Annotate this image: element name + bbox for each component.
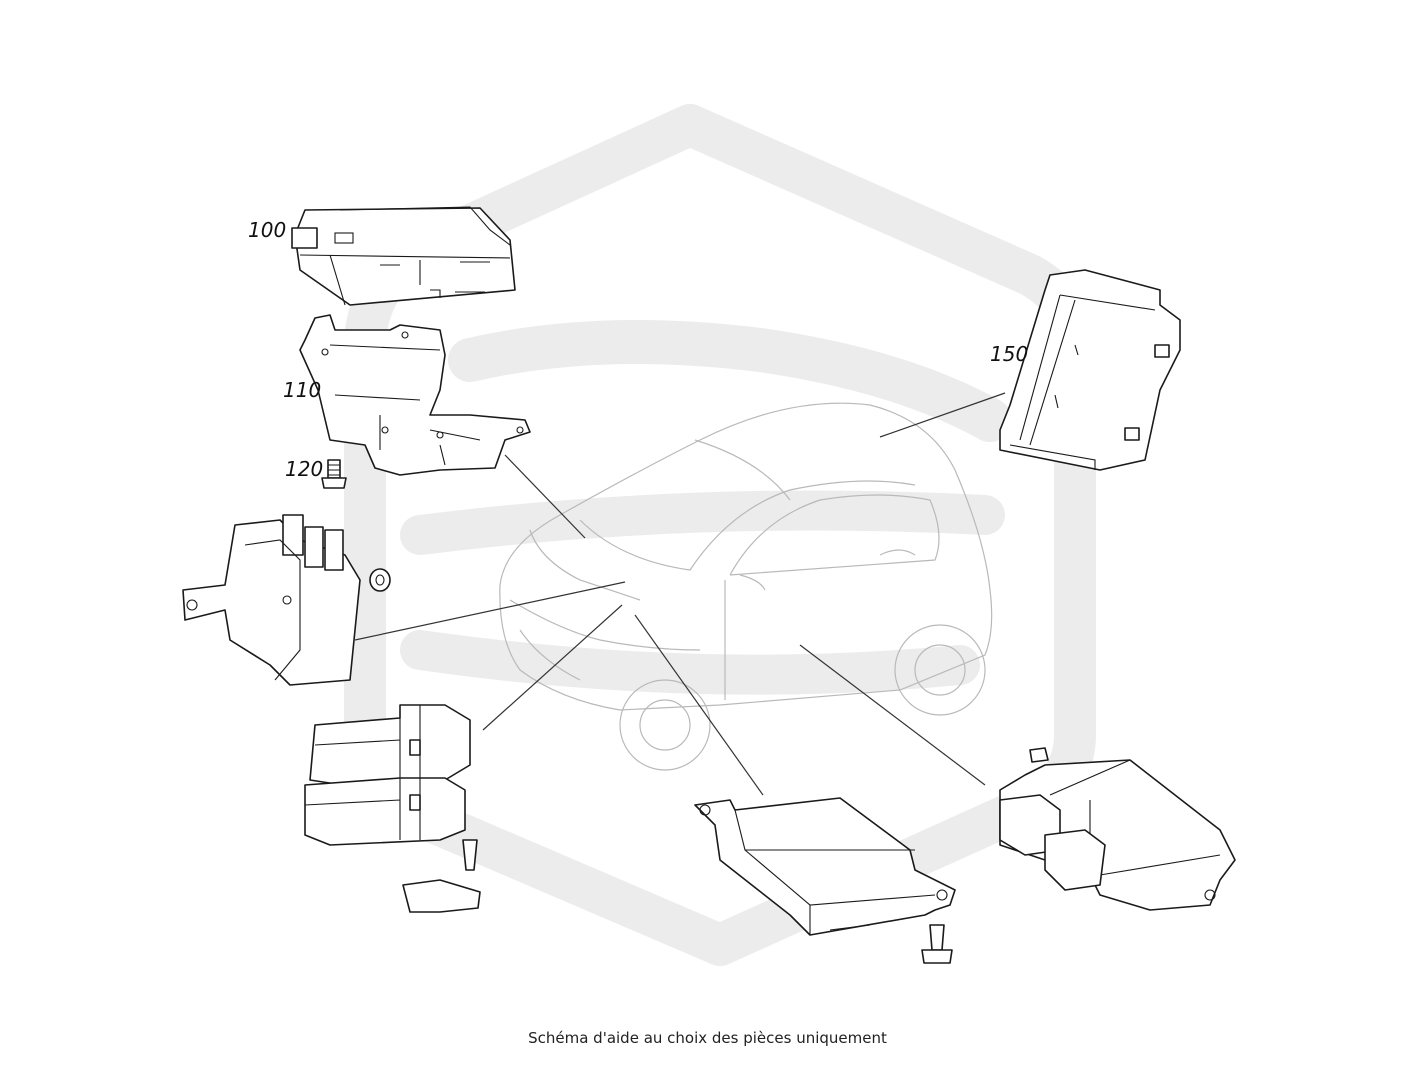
leader-line-110 xyxy=(504,454,586,539)
diagram-caption: Schéma d'aide au choix des pièces unique… xyxy=(528,1029,887,1047)
part-left-module xyxy=(182,514,391,686)
part-relay-box xyxy=(304,704,481,913)
part-center-unit xyxy=(694,797,956,964)
part-120-screw xyxy=(321,459,347,489)
leader-line-fuse-box xyxy=(482,604,623,731)
label-part-120: 120 xyxy=(285,457,323,481)
leader-line-150 xyxy=(879,392,1006,438)
car-outline xyxy=(499,402,993,771)
part-150-module xyxy=(999,269,1181,471)
leader-lines xyxy=(354,392,1006,796)
label-part-100: 100 xyxy=(248,218,286,242)
label-part-150: 150 xyxy=(990,342,1028,366)
part-airbag-unit xyxy=(999,747,1236,911)
leader-line-unit-bottom xyxy=(634,614,764,796)
leader-line-module-left xyxy=(354,581,626,641)
part-110-bracket xyxy=(299,314,531,476)
part-100-control-unit xyxy=(291,206,516,306)
label-part-110: 110 xyxy=(283,378,321,402)
leader-line-airbag-unit xyxy=(799,644,986,786)
